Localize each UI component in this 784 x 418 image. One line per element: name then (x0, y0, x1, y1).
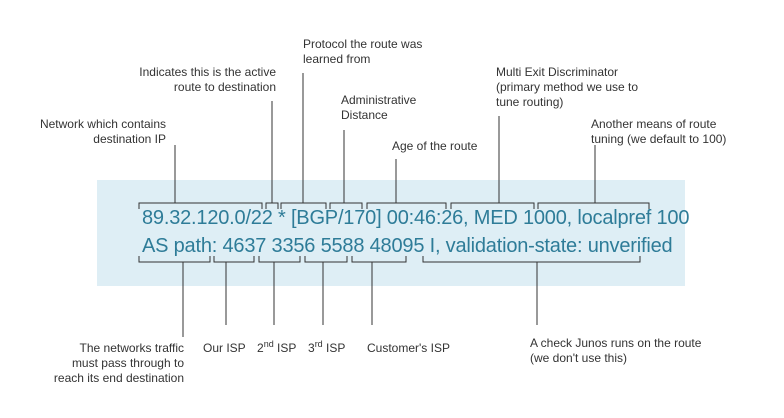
label-med: Multi Exit Discriminator(primary method … (496, 65, 639, 109)
bracket-3rd-isp (304, 256, 348, 263)
bracket-network (138, 202, 263, 209)
label-our-isp: Our ISP (203, 341, 246, 355)
bracket-med (450, 202, 535, 209)
bracket-as-path (138, 256, 211, 263)
route-panel (97, 180, 685, 286)
bracket-our-isp (213, 256, 255, 263)
label-age: Age of the route (392, 139, 478, 153)
route-line-2: AS path: 4637 3356 5588 48095 I, validat… (142, 235, 673, 257)
bracket-protocol (280, 202, 327, 209)
label-validation: A check Junos runs on the route(we don't… (530, 336, 702, 365)
bracket-active (265, 202, 279, 209)
bracket-2nd-isp (258, 256, 301, 263)
bracket-customer-isp (351, 256, 407, 263)
bracket-validation (422, 256, 641, 263)
label-3rd-isp: 3rd ISP (308, 339, 346, 356)
label-customer-isp: Customer's ISP (367, 341, 450, 355)
bracket-age (366, 202, 447, 209)
bracket-admin (329, 202, 363, 209)
route-line-1: 89.32.120.0/22 * [BGP/170] 00:46:26, MED… (142, 207, 690, 229)
label-2nd-isp: 2nd ISP (257, 339, 297, 356)
bracket-localpref (537, 202, 650, 209)
